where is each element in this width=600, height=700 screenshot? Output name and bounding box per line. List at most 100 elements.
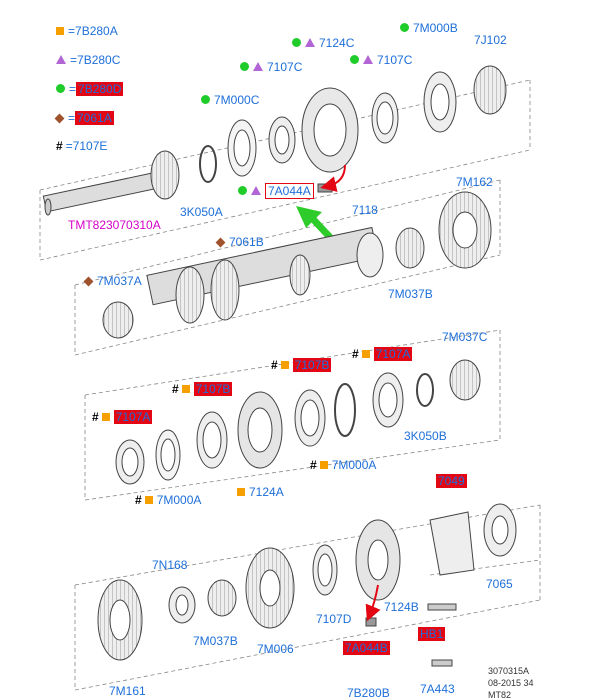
- part-label: HB1: [418, 627, 446, 641]
- part-label: 3K050B: [404, 429, 447, 443]
- part-label: 7N168: [152, 558, 188, 572]
- square-icon: [280, 361, 289, 369]
- part-code: 7107A: [113, 410, 153, 424]
- circle-icon: [56, 84, 65, 93]
- part-code: 7A044A: [265, 183, 314, 199]
- row1-parts: [42, 65, 507, 216]
- part-label: 7M037C: [442, 330, 488, 344]
- eq-sign: =: [65, 139, 73, 153]
- part-label: 7M000C: [201, 93, 259, 107]
- part-label: #7107B: [271, 358, 332, 372]
- footnote-model: MT82: [488, 690, 512, 700]
- legend-row-diamond: =7061A: [54, 111, 114, 125]
- part-label: #7M000A: [310, 458, 376, 472]
- green-arrowhead: [296, 206, 322, 228]
- row2-parts: [102, 191, 492, 339]
- square-icon: [237, 488, 245, 496]
- part-label: 7B280B: [347, 686, 390, 700]
- part-label: 7124A: [237, 485, 284, 499]
- square-icon: [56, 27, 64, 35]
- part-code: HB1: [418, 627, 446, 641]
- triangle-icon: [253, 62, 263, 71]
- circle-icon: [400, 23, 409, 32]
- part-label: 7065: [486, 577, 513, 591]
- diamond-icon: [54, 113, 65, 124]
- part-label: #7M000A: [135, 493, 201, 507]
- triangle-icon: [305, 38, 315, 47]
- triangle-icon: [251, 186, 261, 195]
- circle-icon: [240, 62, 249, 71]
- circle-icon: [201, 95, 210, 104]
- circle-icon: [350, 55, 359, 64]
- circle-icon: [292, 38, 301, 47]
- circle-icon: [238, 186, 247, 195]
- footnote-id: 3070315A: [488, 666, 530, 676]
- part-label: #7107A: [352, 347, 413, 361]
- red-arrow-bottom: [365, 584, 381, 622]
- part-label: 7J102: [474, 33, 507, 47]
- hash-icon: #: [56, 139, 63, 153]
- legend-code: 7107E: [72, 139, 108, 153]
- square-icon: [319, 461, 328, 469]
- hash-icon: #: [135, 493, 142, 507]
- part-code: 7124C: [319, 36, 355, 50]
- part-code: 7M000C: [214, 93, 260, 107]
- legend-code: 7B280C: [77, 53, 121, 67]
- legend-row-hash: #=7107E: [56, 139, 107, 153]
- eq-sign: =: [69, 82, 77, 96]
- square-icon: [101, 413, 110, 421]
- part-label: 7124B: [384, 600, 419, 614]
- part-label: 7M161: [109, 684, 146, 698]
- legend-code-highlighted: 7B280D: [76, 82, 124, 96]
- part-label: 7061B: [215, 235, 264, 249]
- part-label: 7A443: [420, 682, 455, 696]
- part-code: 7M000B: [413, 21, 458, 35]
- part-label: 7M037B: [193, 634, 238, 648]
- part-label: 7118: [352, 203, 378, 217]
- legend-code: 7B280A: [75, 24, 118, 38]
- part-code: 7A044B: [343, 641, 390, 655]
- red-arrow-top: [320, 164, 346, 192]
- eq-sign: =: [68, 111, 76, 125]
- part-code: 7M037A: [97, 274, 142, 288]
- row3-parts: [115, 359, 481, 485]
- square-icon: [361, 350, 370, 358]
- part-label: 7124C: [292, 36, 354, 50]
- legend-row-triangle: =7B280C: [56, 53, 120, 67]
- part-label: 7107C: [350, 53, 412, 67]
- hash-icon: #: [271, 358, 278, 372]
- square-icon: [144, 496, 153, 504]
- part-label: 7M037A: [83, 274, 142, 288]
- legend-row-circle: =7B280D: [56, 82, 124, 96]
- part-code: 7049: [436, 474, 467, 488]
- legend-row-square: =7B280A: [56, 24, 118, 38]
- part-label: #7107A: [92, 410, 153, 424]
- part-code: 7107A: [373, 347, 413, 361]
- part-code: 7107C: [267, 60, 303, 74]
- part-code: 7061B: [229, 235, 264, 249]
- part-code: 7107C: [377, 53, 413, 67]
- part-code: 7124A: [249, 485, 284, 499]
- part-label: 7A044B: [343, 641, 390, 655]
- part-label: 7107C: [240, 60, 302, 74]
- part-code: 7107B: [193, 382, 233, 396]
- row4-parts: [97, 503, 517, 667]
- eq-sign: =: [68, 24, 76, 38]
- square-icon: [181, 385, 190, 393]
- part-label: 7M037B: [388, 287, 433, 301]
- triangle-icon: [56, 55, 66, 64]
- legend-code-highlighted: 7061A: [75, 111, 114, 125]
- hash-icon: #: [172, 382, 179, 396]
- hash-icon: #: [92, 410, 99, 424]
- diamond-icon: [83, 276, 94, 287]
- part-label: 7107D: [316, 612, 352, 626]
- hash-icon: #: [310, 458, 317, 472]
- part-label: 7M006: [257, 642, 294, 656]
- part-label: #7107B: [172, 382, 233, 396]
- part-code: 7M000A: [331, 458, 377, 472]
- part-label: 7M000B: [400, 21, 458, 35]
- part-label: TMT823070310A: [68, 218, 161, 232]
- part-code: 7M000A: [156, 493, 202, 507]
- diamond-icon: [215, 237, 226, 248]
